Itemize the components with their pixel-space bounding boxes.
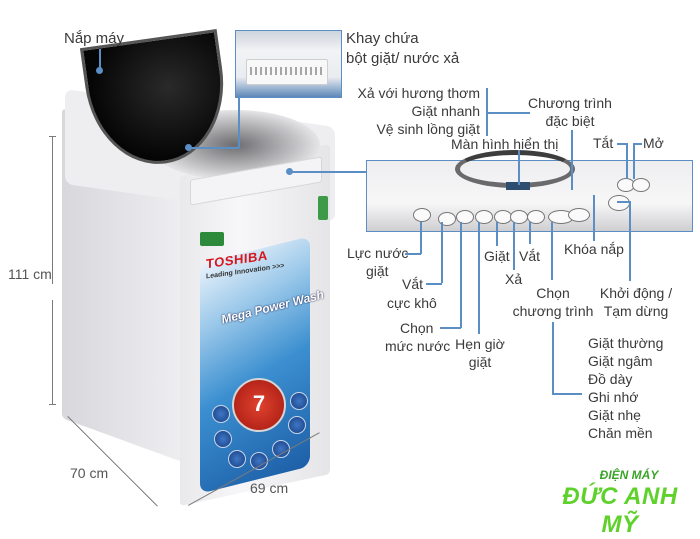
extra-dry-line (441, 222, 443, 283)
program-item: Đồ dày (588, 371, 633, 387)
label-water-level-2: mức nước (385, 338, 451, 354)
label-off: Tắt (593, 135, 614, 151)
detergent-tray-inset (235, 30, 342, 98)
label-timer-2: giặt (468, 354, 492, 370)
label-display: Màn hình hiển thị (451, 136, 559, 152)
label-special-program-line2: đặc biệt (545, 113, 595, 129)
label-start-pause-2: Tạm dừng (603, 303, 669, 319)
off-connector (617, 143, 626, 145)
height-dimension-line (52, 136, 53, 284)
panel-button-start (608, 195, 630, 211)
label-tray-line2: bột giặt/ nước xả (346, 50, 460, 67)
seven-badge: 7 (232, 378, 286, 432)
label-timer-1: Hẹn giờ (455, 336, 505, 352)
watermark-line1: ĐIỆN MÁY (599, 468, 659, 482)
label-start-pause-1: Khởi động / (599, 285, 673, 301)
rinse-line (513, 222, 515, 270)
label-quick-wash: Giặt nhanh (411, 103, 481, 119)
label-fragrance-rinse: Xả với hương thơm (357, 85, 480, 101)
label-extra-dry-1: Vắt (402, 276, 424, 292)
water-level-connector (440, 327, 461, 329)
label-extra-dry-2: cực khô (387, 295, 437, 311)
label-program-select-1: Chọn (536, 285, 570, 301)
tray-connector-line (238, 96, 240, 148)
label-rinse: Xả (505, 271, 523, 287)
off-line (626, 143, 628, 179)
label-water-force-2: giặt (366, 263, 389, 279)
panel-button (438, 212, 456, 226)
timer-line (478, 222, 480, 334)
panel-button (527, 210, 545, 224)
on-connector (633, 143, 642, 145)
height-dimension-line (52, 300, 53, 404)
feature-bubble-icon (290, 392, 308, 410)
program-item: Ghi nhớ (588, 389, 639, 405)
panel-button (456, 210, 474, 224)
on-line (633, 143, 635, 179)
feature-bubble-icon (288, 416, 306, 434)
tray-holes (250, 67, 322, 75)
washing-machine-illustration: TOSHIBA Leading Innovation >>> Mega Powe… (62, 29, 335, 506)
panel-button-on (632, 178, 650, 192)
label-program-select-2: chương trình (512, 303, 594, 319)
start-connector (617, 201, 629, 203)
wash-line (496, 222, 498, 246)
lid-connector-dot (96, 67, 103, 74)
label-special-program-line1: Chương trình (528, 95, 612, 111)
lid-connector-line (99, 49, 101, 71)
energy-sticker-icon (318, 196, 328, 220)
height-dimension-tick (49, 404, 56, 405)
panel-connector-line (290, 171, 366, 173)
lcd-display (506, 182, 530, 190)
height-dimension-label: 111 cm (8, 266, 52, 282)
program-item: Chăn mền (588, 425, 653, 441)
depth-dimension-label: 70 cm (70, 465, 109, 481)
label-water-force-1: Lực nước (347, 245, 409, 261)
label-water-level-1: Chọn (400, 320, 434, 336)
width-dimension-label: 69 cm (250, 480, 289, 496)
label-tub-clean: Vệ sinh lồng giặt (376, 121, 480, 137)
height-dimension-tick (49, 136, 56, 137)
tray-connector-dot (185, 144, 192, 151)
tray-connector-line (190, 147, 239, 149)
programs-connector (552, 393, 582, 395)
watermark-line2: ĐỨC ANH MỸ (562, 483, 678, 538)
display-line (518, 150, 520, 185)
panel-button (475, 210, 493, 224)
panel-button (413, 208, 431, 222)
label-lid-lock: Khóa nắp (564, 241, 624, 257)
feature-bubble-icon (214, 430, 232, 448)
label-on: Mở (643, 135, 664, 151)
programs-line (552, 322, 554, 394)
water-level-line (460, 222, 462, 328)
spin-line (529, 222, 531, 244)
program-item: Giặt nhẹ (588, 407, 641, 423)
start-line (629, 201, 631, 281)
label-lid: Nắp máy (64, 30, 125, 47)
label-wash: Giặt (484, 248, 510, 264)
special-program-line (571, 130, 573, 190)
feature-bubble-icon (228, 450, 246, 468)
extra-dry-connector (426, 283, 442, 285)
panel-connector-dot (286, 168, 293, 175)
label-spin: Vắt (519, 248, 541, 264)
energy-label-icon (200, 232, 224, 246)
feature-bubble-icon (212, 405, 230, 423)
special-options-connector (486, 112, 530, 114)
program-item: Giặt ngâm (588, 353, 653, 369)
panel-button (568, 208, 590, 222)
lid-lock-line (593, 195, 595, 241)
water-force-connector (405, 253, 421, 255)
label-tray-line1: Khay chứa (346, 30, 419, 47)
water-force-line (420, 222, 422, 254)
program-item: Giặt thường (588, 335, 664, 351)
program-select-line (551, 222, 553, 280)
